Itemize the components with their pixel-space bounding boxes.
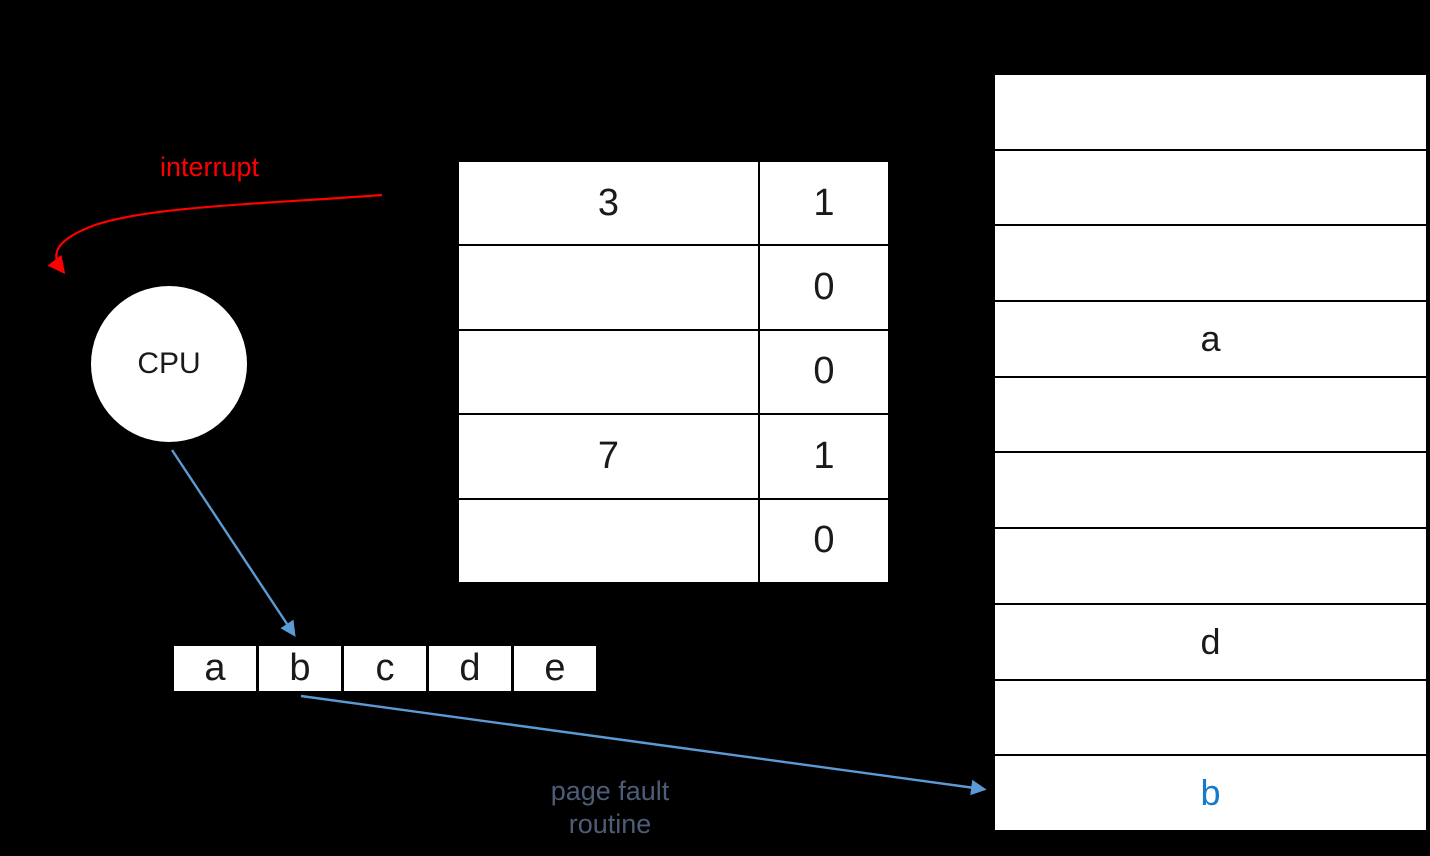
page-table-valid-cell: 0: [760, 499, 888, 582]
page-table-valid-cell: 0: [760, 330, 888, 414]
memory-frame: [995, 226, 1426, 301]
page-table-valid-cell: 1: [760, 415, 888, 498]
reference-cell-b: b: [259, 646, 341, 691]
reference-cell-c: c: [344, 646, 426, 691]
page-table-frame-cell: [459, 330, 758, 414]
page-table-frame-cell: [459, 499, 758, 582]
page-fault-line2: routine: [568, 809, 652, 839]
reference-string: a b c d e: [174, 646, 596, 691]
memory-frame: [995, 75, 1426, 149]
reference-cell-e: e: [514, 646, 596, 691]
physical-memory: a d b: [995, 75, 1426, 830]
reference-cell-a: a: [174, 646, 256, 691]
reference-cell-d: d: [429, 646, 511, 691]
page-table-frame-cell: [459, 246, 758, 329]
memory-frame-b-loaded: b: [995, 756, 1426, 830]
cpu-to-reference-arrow: [170, 449, 296, 637]
memory-frame-a: a: [995, 302, 1426, 376]
memory-frame: [995, 529, 1426, 603]
page-table-valid-cell: 1: [760, 162, 888, 245]
page-table: 3 1 0 0 7 1 0: [459, 162, 888, 582]
interrupt-arrow: [47, 193, 383, 275]
page-table-valid-cell: 0: [760, 246, 888, 329]
page-fault-line1: page fault: [550, 776, 670, 806]
memory-frame: [995, 680, 1426, 755]
memory-frame-d: d: [995, 604, 1426, 679]
page-fault-routine-label: page fault routine: [505, 775, 715, 841]
memory-frame: [995, 377, 1426, 452]
cpu-node: CPU: [91, 286, 247, 442]
page-table-frame-cell: 7: [459, 415, 758, 498]
memory-frame: [995, 453, 1426, 528]
page-table-frame-cell: 3: [459, 162, 758, 245]
interrupt-label: interrupt: [160, 152, 260, 182]
cpu-label: CPU: [137, 347, 201, 380]
memory-frame: [995, 150, 1426, 225]
